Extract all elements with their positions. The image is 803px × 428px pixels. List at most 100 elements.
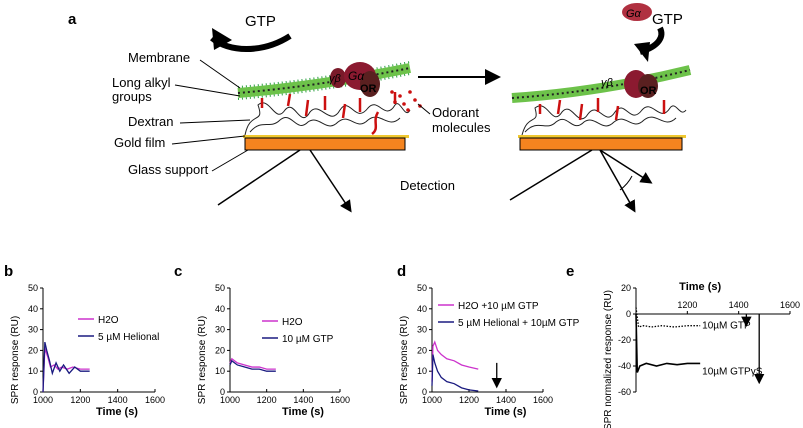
y-tick-label: 0 xyxy=(220,387,225,397)
y-tick-label: 0 xyxy=(626,309,631,319)
legend-entry: H2O xyxy=(98,315,119,326)
x-axis-title: Time (s) xyxy=(282,406,324,418)
dextran-label: Dextran xyxy=(128,114,174,129)
right-gold-film xyxy=(518,135,686,138)
series-line-1 xyxy=(635,313,701,373)
legend-entry: 5 µM Helional xyxy=(98,332,159,343)
x-axis-title: Time (s) xyxy=(485,406,527,418)
x-tick-label: 1200 xyxy=(257,395,277,405)
long-alkyl-label-2: groups xyxy=(112,89,152,104)
series-line-0 xyxy=(635,307,701,328)
y-axis-title: SPR normalized response (RU) xyxy=(603,290,614,428)
right-receptor-complex: γβ OR xyxy=(601,70,658,98)
reflected-ray-right-1 xyxy=(599,149,653,184)
y-tick-label: 10 xyxy=(417,366,427,376)
x-tick-label: 1400 xyxy=(293,395,313,405)
angle-shift-arc xyxy=(619,175,633,191)
y-tick-label: 0 xyxy=(33,387,38,397)
x-tick-label: 1200 xyxy=(70,395,90,405)
right-dextran xyxy=(521,105,687,136)
galpha-released-label: Gα xyxy=(626,8,642,20)
incident-ray-right xyxy=(509,149,593,201)
long-alkyl-label-1: Long alkyl xyxy=(112,75,171,90)
incident-ray-left xyxy=(217,149,301,206)
left-glass-support xyxy=(244,137,406,151)
series-line-1 xyxy=(229,359,276,372)
odorant-dots xyxy=(390,90,422,112)
odorant-label-1: Odorant xyxy=(432,105,479,120)
y-tick-label: 40 xyxy=(417,304,427,314)
y-tick-label: 50 xyxy=(215,283,225,293)
series-line-0 xyxy=(229,357,276,370)
x-tick-label: 1600 xyxy=(145,395,165,405)
y-tick-label: 30 xyxy=(28,325,38,335)
gtp-arrowhead-icon xyxy=(212,28,232,50)
leader-lines xyxy=(171,59,431,172)
y-tick-label: 40 xyxy=(28,304,38,314)
series-line-0 xyxy=(431,340,479,382)
detection-label: Detection xyxy=(400,178,455,193)
x-tick-label: 1000 xyxy=(220,395,240,405)
y-tick-label: 20 xyxy=(621,283,631,293)
x-tick-label: 1400 xyxy=(108,395,128,405)
left-dextran xyxy=(244,102,411,136)
x-tick-label: 1600 xyxy=(330,395,350,405)
x-tick-label: 1000 xyxy=(422,395,442,405)
series-line-1 xyxy=(42,341,90,393)
x-tick-label: 1400 xyxy=(496,395,516,405)
x-tick-label: 1400 xyxy=(729,300,749,310)
release-arrowhead-icon xyxy=(634,42,650,62)
y-tick-label: 10 xyxy=(215,366,225,376)
galpha-gtp-label: GTP xyxy=(652,11,683,28)
left-gamma-beta-label: γβ xyxy=(329,73,342,85)
x-axis-title: Time (s) xyxy=(679,281,721,293)
series-line-1 xyxy=(431,354,479,392)
x-tick-label: 1200 xyxy=(459,395,479,405)
y-tick-label: -60 xyxy=(618,387,631,397)
legend-entry: H2O +10 µM GTP xyxy=(458,301,539,312)
odorant-label-2: molecules xyxy=(432,120,491,135)
right-or-label: OR xyxy=(640,85,657,97)
gold-film-label: Gold film xyxy=(114,135,165,150)
y-tick-label: 0 xyxy=(422,387,427,397)
y-axis-title: SPR response (RU) xyxy=(399,316,410,404)
y-tick-label: 30 xyxy=(215,325,225,335)
galpha-ellipse xyxy=(622,3,652,21)
legend-entry: 10 µM GTP xyxy=(282,334,334,345)
y-axis-title: SPR response (RU) xyxy=(10,316,21,404)
y-tick-label: -40 xyxy=(618,361,631,371)
y-tick-label: 20 xyxy=(417,345,427,355)
right-gamma-beta-label: γβ xyxy=(601,77,614,89)
panel-label-a: a xyxy=(68,11,77,28)
y-tick-label: 20 xyxy=(28,345,38,355)
reflected-ray-right-2 xyxy=(599,149,636,213)
series-label: 10µM GTPγS xyxy=(702,366,763,377)
right-dextran-red-chains xyxy=(538,98,666,121)
legend-entry: H2O xyxy=(282,317,303,328)
x-tick-label: 1600 xyxy=(780,300,800,310)
panel-label-d: d xyxy=(397,263,406,280)
left-receptor-complex: γβ Gα OR xyxy=(329,62,380,97)
x-tick-label: 1200 xyxy=(677,300,697,310)
x-tick-label: 1600 xyxy=(533,395,553,405)
right-glass-support xyxy=(519,137,683,151)
y-tick-label: 50 xyxy=(28,283,38,293)
panel-label-b: b xyxy=(4,263,13,280)
panel-label-c: c xyxy=(174,263,182,280)
x-tick-label: 1000 xyxy=(33,395,53,405)
gtp-label: GTP xyxy=(245,13,276,30)
y-tick-label: -20 xyxy=(618,335,631,345)
series-label: 10µM GTP xyxy=(702,321,751,332)
left-or-label: OR xyxy=(360,83,377,95)
y-axis-title: SPR response (RU) xyxy=(197,316,208,404)
left-membrane xyxy=(237,63,411,98)
membrane-label: Membrane xyxy=(128,50,190,65)
left-galpha-label: Gα xyxy=(348,69,365,83)
y-tick-label: 40 xyxy=(215,304,225,314)
